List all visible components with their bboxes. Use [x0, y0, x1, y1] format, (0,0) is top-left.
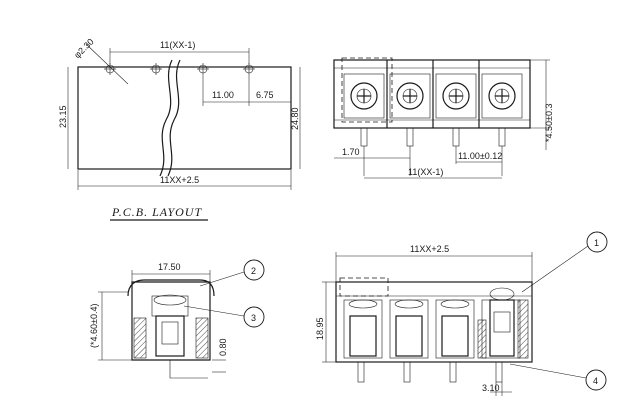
- callout-1-leader: [521, 245, 589, 293]
- hatch-section: [477, 319, 487, 359]
- callout-3-leader: [183, 305, 245, 317]
- side-view: 17.50 (*4.60±0.4) 0.80 2 3: [89, 259, 265, 379]
- pin: [495, 361, 503, 383]
- width-dim-label: 11XX+2.5: [160, 175, 199, 185]
- pin-dim-label: 3.10: [482, 383, 500, 393]
- callout-2-leader: [199, 271, 245, 287]
- break-line: [167, 59, 181, 177]
- callout-3-label: 3: [251, 313, 256, 323]
- break-line: [159, 59, 173, 177]
- terminal-cell: [343, 299, 383, 359]
- hole-dia-leader: [85, 43, 129, 85]
- front-pitch-label: 11.00±0.12: [458, 151, 502, 161]
- edge-dim-label: 1.70: [342, 147, 360, 157]
- span-dim-label: 11(XX-1): [160, 40, 195, 50]
- pin: [403, 361, 411, 383]
- hatch-left: [133, 317, 147, 359]
- callout-4-label: 4: [593, 376, 598, 386]
- side-height-label: (*4.60±0.4): [89, 304, 99, 348]
- hatch-section: [517, 299, 529, 359]
- callout-2-label: 2: [251, 266, 256, 276]
- front-view: *4.50±0.3 1.70 11.00±0.12 11(XX-1): [333, 57, 554, 179]
- pcb-hole: [243, 63, 255, 75]
- clamp-body: [155, 315, 185, 357]
- callout-4-leader: [509, 363, 587, 379]
- pcb-layout-view: φ2.30 11(XX-1) 11.00 6.75 23.15 24.80 11…: [58, 37, 301, 190]
- hatch-right: [195, 317, 209, 359]
- terminal-screw: [389, 73, 431, 119]
- front-height-label: *4.50±0.3: [544, 104, 554, 142]
- terminal-cell: [435, 299, 475, 359]
- pcb-hole: [150, 63, 162, 75]
- pcb-hole: [104, 63, 116, 75]
- callout-1-bubble: [586, 231, 608, 253]
- pin: [498, 127, 506, 147]
- callout-4-bubble: [585, 369, 607, 391]
- terminal-cell: [389, 299, 429, 359]
- height-left-label: 23.15: [58, 105, 68, 128]
- pcb-hole: [197, 63, 209, 75]
- terminal-screw: [481, 73, 523, 119]
- side-pin: [169, 360, 208, 379]
- pin: [406, 127, 414, 147]
- callout-3-bubble: [243, 306, 265, 328]
- side-thick-label: 0.80: [218, 338, 228, 356]
- cover-outline: [127, 279, 215, 297]
- section-view: 11XX+2.5 18.95 3.10 1 4: [315, 231, 608, 396]
- height-right-label: 24.80: [290, 107, 300, 130]
- hole-dia-label: φ2.30: [72, 37, 96, 61]
- pcb-layout-title: P.C.B. LAYOUT: [111, 205, 202, 219]
- terminal-screw: [343, 73, 385, 119]
- side-outline: [131, 281, 211, 361]
- pin: [360, 127, 368, 147]
- terminal-screw: [435, 73, 477, 119]
- section-outline: [335, 281, 533, 363]
- front-span-label: 11(XX-1): [408, 167, 443, 177]
- section-width-label: 11XX+2.5: [410, 244, 449, 254]
- terminal-cell: [481, 287, 521, 359]
- callout-2-bubble: [243, 259, 265, 281]
- pin: [357, 361, 365, 383]
- front-outline: [333, 59, 531, 129]
- pitch-dim-label: 11.00: [212, 90, 234, 100]
- pin: [449, 361, 457, 383]
- section-height-label: 18.95: [315, 317, 325, 340]
- pin: [452, 127, 460, 147]
- side-width-label: 17.50: [158, 262, 181, 272]
- callout-1-label: 1: [594, 238, 599, 248]
- offset-dim-label: 6.75: [256, 90, 274, 100]
- pcb-outline: [77, 66, 292, 170]
